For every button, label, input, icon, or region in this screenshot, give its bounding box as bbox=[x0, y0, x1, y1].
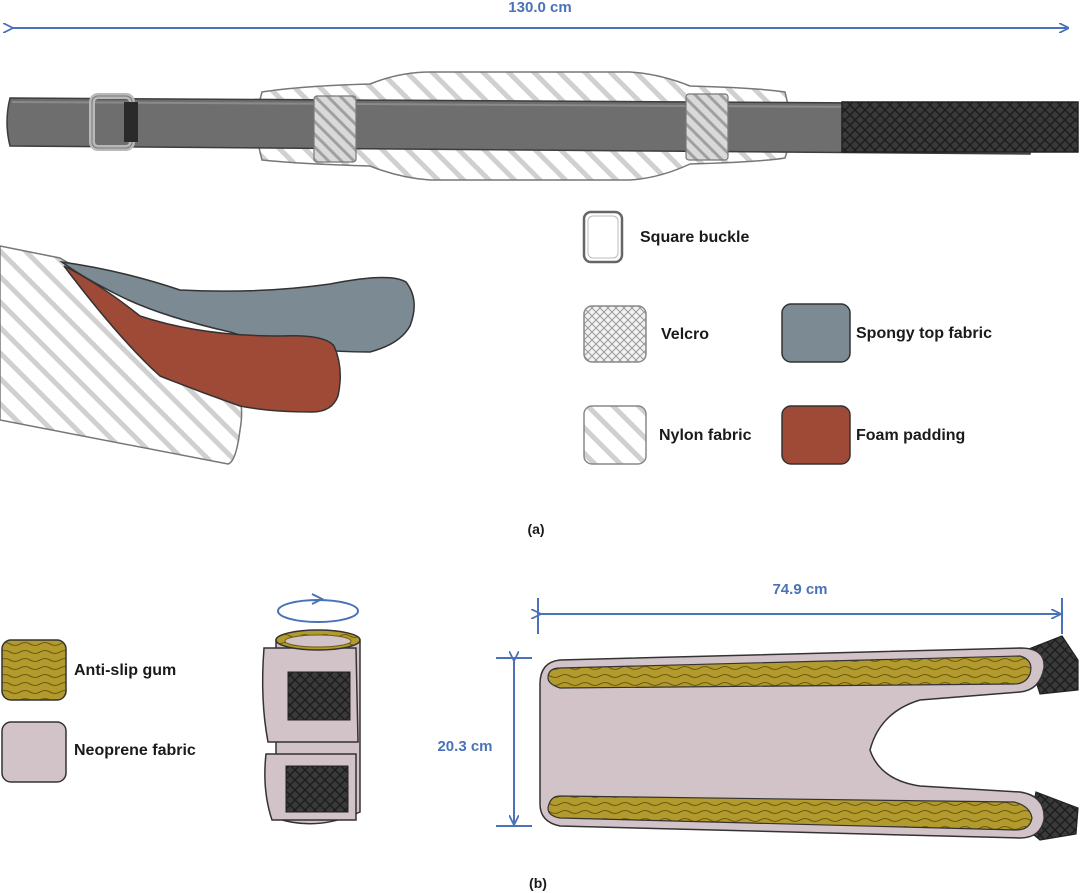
legend-velcro: Velcro bbox=[583, 305, 709, 363]
legend-anti-slip-gum-label: Anti-slip gum bbox=[74, 662, 176, 679]
rolled-velcro-top bbox=[287, 671, 351, 721]
square-buckle-swatch bbox=[582, 210, 624, 264]
legend-foam-padding: Foam padding bbox=[781, 405, 965, 465]
velcro-swatch bbox=[583, 305, 647, 363]
legend-velcro-label: Velcro bbox=[661, 326, 709, 343]
foam-padding-layer bbox=[63, 265, 341, 413]
caption-b: (b) bbox=[529, 875, 547, 891]
rotation-arrow-head bbox=[311, 593, 325, 605]
rolled-band bbox=[261, 593, 361, 825]
legend-anti-slip-gum: Anti-slip gum bbox=[1, 639, 176, 701]
dimension-20cm-label: 20.3 cm bbox=[437, 738, 492, 755]
figure-a: 130.0 cm Square bu bbox=[0, 0, 1079, 537]
legend-a: Square buckle Velcro Spongy top fabric N… bbox=[582, 210, 992, 465]
legend-square-buckle: Square buckle bbox=[582, 210, 749, 264]
legend-nylon-fabric-label: Nylon fabric bbox=[659, 427, 752, 444]
gum-strip-top bbox=[547, 655, 1032, 689]
square-buckle-on-strap bbox=[89, 93, 138, 151]
legend-foam-padding-label: Foam padding bbox=[856, 427, 965, 444]
foam-padding-swatch bbox=[781, 405, 851, 465]
neoprene-fabric-swatch bbox=[1, 721, 67, 783]
legend-neoprene-fabric: Neoprene fabric bbox=[1, 721, 196, 783]
legend-spongy-top-fabric-label: Spongy top fabric bbox=[856, 325, 992, 342]
dimension-130cm-label: 130.0 cm bbox=[508, 0, 571, 16]
velcro-end bbox=[841, 101, 1079, 153]
rolled-velcro-bottom bbox=[285, 765, 349, 813]
rotation-arrow bbox=[277, 599, 359, 623]
anti-slip-gum-swatch bbox=[1, 639, 67, 701]
strap-loop-left bbox=[313, 95, 357, 163]
nylon-fabric-swatch bbox=[583, 405, 647, 465]
rolled-band-opening bbox=[284, 634, 352, 648]
flat-band-body bbox=[539, 647, 1045, 839]
legend-neoprene-fabric-label: Neoprene fabric bbox=[74, 742, 196, 759]
layer-cross-section bbox=[0, 245, 415, 465]
legend-spongy-top-fabric: Spongy top fabric bbox=[781, 303, 992, 363]
dimension-130cm: 130.0 cm bbox=[12, 0, 1068, 28]
dimension-74cm-label: 74.9 cm bbox=[772, 581, 827, 598]
legend-square-buckle-label: Square buckle bbox=[640, 229, 749, 246]
figure-b: Anti-slip gum Neoprene fabric 74.9 cm bbox=[1, 581, 1079, 891]
caption-a: (a) bbox=[527, 521, 544, 537]
flat-band: 74.9 cm 20.3 cm bbox=[437, 581, 1079, 841]
strap-loop-right bbox=[685, 93, 729, 161]
gum-strip-bottom bbox=[547, 795, 1033, 831]
spongy-top-layer bbox=[59, 260, 415, 353]
legend-nylon-fabric: Nylon fabric bbox=[583, 405, 752, 465]
legend-b: Anti-slip gum Neoprene fabric bbox=[1, 639, 196, 783]
spongy-top-fabric-swatch bbox=[781, 303, 851, 363]
